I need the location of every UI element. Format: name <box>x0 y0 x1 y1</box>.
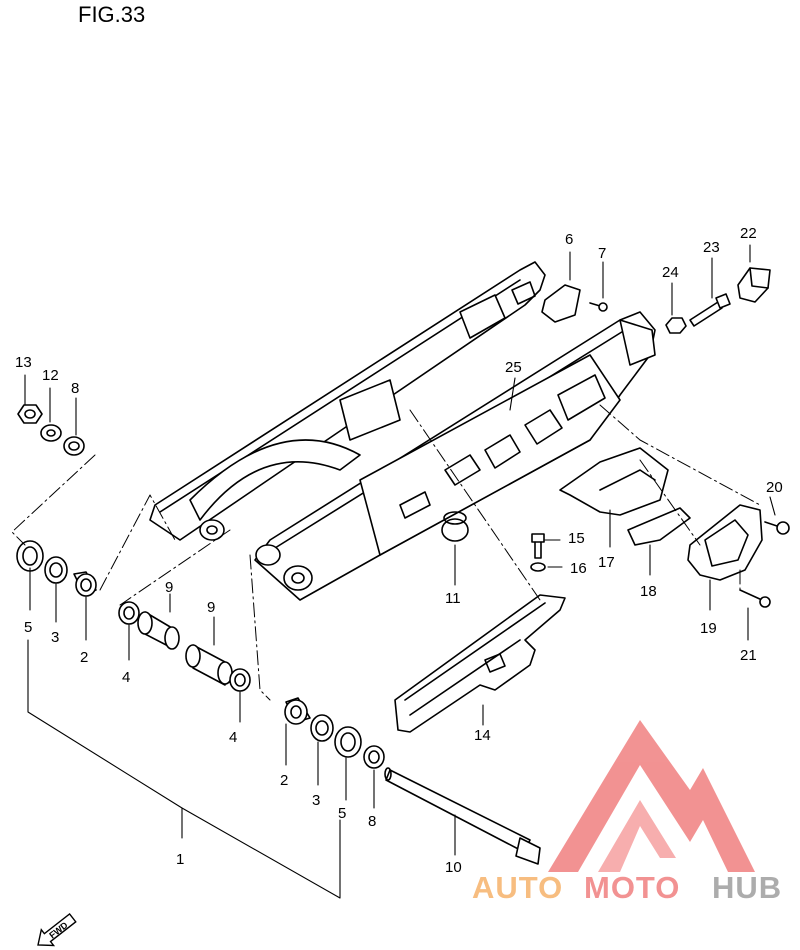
callout-8-top: 8 <box>71 380 79 397</box>
callout-16: 16 <box>570 560 587 577</box>
callout-18: 18 <box>640 583 657 600</box>
part-21-bolt <box>739 589 771 608</box>
part-16-washer <box>530 562 546 572</box>
watermark-logo: AUTO MOTO HUB <box>472 720 782 905</box>
watermark-text-moto: MOTO <box>584 870 680 905</box>
callout-5-left: 5 <box>24 619 32 636</box>
callout-17: 17 <box>598 554 615 571</box>
part-8-collar <box>63 436 85 456</box>
callout-12: 12 <box>42 367 59 384</box>
part-13-nut <box>17 404 43 424</box>
callout-4-left: 4 <box>122 669 130 686</box>
part-9-spacer-a <box>137 611 180 650</box>
callout-1: 1 <box>176 851 184 868</box>
callout-5-right: 5 <box>338 805 346 822</box>
part-15-bolt <box>531 533 545 559</box>
part-6-bracket <box>541 284 581 323</box>
part-14-chain-slider <box>394 594 566 733</box>
callout-9-right: 9 <box>207 599 215 616</box>
part-2-bushing-left <box>73 571 97 597</box>
figure-title: FIG.33 <box>78 2 145 27</box>
callout-9-left: 9 <box>165 579 173 596</box>
alignment-lines <box>11 404 761 701</box>
callout-11: 11 <box>445 590 461 607</box>
part-3-bearing-left <box>44 556 68 584</box>
callout-7: 7 <box>598 245 606 262</box>
part-4-seal-left <box>118 601 140 625</box>
part-5-seal-left <box>16 540 44 572</box>
callout-2-left: 2 <box>80 649 88 666</box>
part-24-nut <box>665 317 687 334</box>
part-22-clip <box>737 267 771 303</box>
part-7-screw <box>589 302 608 312</box>
part-8-collar-right <box>363 745 385 769</box>
callout-21: 21 <box>740 647 757 664</box>
callout-15: 15 <box>568 530 585 547</box>
part-9-spacer-b <box>185 644 233 686</box>
part-2-bushing-right <box>284 697 311 725</box>
leader-lines <box>24 244 776 899</box>
callout-3-left: 3 <box>51 629 59 646</box>
part-10-pivot-bolt <box>384 767 541 865</box>
callout-2-right: 2 <box>280 772 288 789</box>
callout-24: 24 <box>662 264 679 281</box>
callout-6: 6 <box>565 231 573 248</box>
callout-20: 20 <box>766 479 783 496</box>
callout-8-bottom: 8 <box>368 813 376 830</box>
watermark-text-hub: HUB <box>712 870 782 905</box>
part-11-cap <box>441 511 469 542</box>
swingarm <box>149 261 656 601</box>
part-17-chain-guide <box>559 447 669 516</box>
part-20-bolt <box>764 521 790 535</box>
part-5-seal-right <box>334 726 362 758</box>
callout-22: 22 <box>740 225 757 242</box>
part-4-seal-right <box>229 668 251 692</box>
part-12-washer <box>40 424 62 442</box>
fwd-arrow-icon: FWD <box>37 912 77 947</box>
callout-10: 10 <box>445 859 462 876</box>
part-18-guide-pad <box>627 507 691 546</box>
watermark-text-auto: AUTO <box>472 870 563 905</box>
callout-3-right: 3 <box>312 792 320 809</box>
part-19-guard-plate <box>687 504 763 581</box>
callout-13: 13 <box>15 354 32 371</box>
callout-14: 14 <box>474 727 491 744</box>
part-3-bearing-right <box>310 714 334 742</box>
callout-4-right: 4 <box>229 729 237 746</box>
callout-19: 19 <box>700 620 717 637</box>
callout-25: 25 <box>505 359 522 376</box>
callouts: 1 2 2 3 3 4 4 5 5 6 7 8 8 9 9 10 11 12 1… <box>15 225 783 876</box>
callout-23: 23 <box>703 239 720 256</box>
part-23-bolt <box>689 293 731 327</box>
